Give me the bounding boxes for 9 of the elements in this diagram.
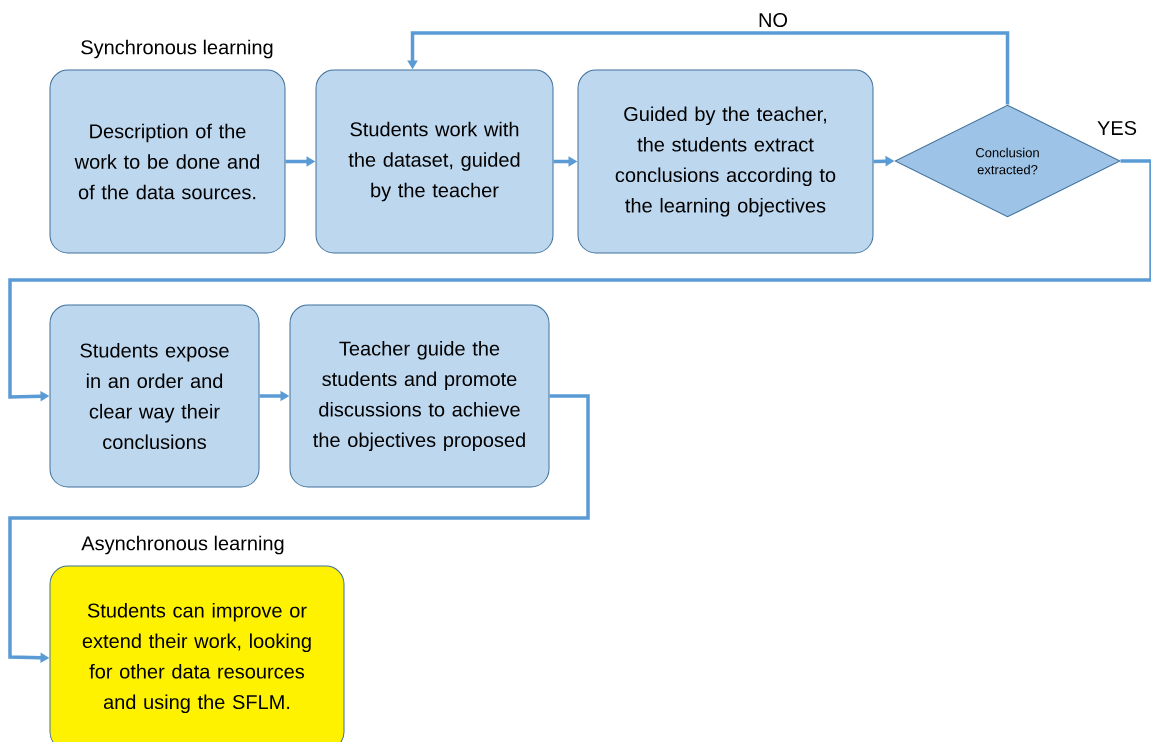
process-box: Students work with the dataset, guided by the teacher <box>315 69 554 254</box>
process-box: Students expose in an order and clear way their conclusions <box>49 304 260 488</box>
edge-label: NO <box>756 10 790 30</box>
process-box: Guided by the teacher, the students extract conclusions according to the learning objectives <box>577 69 874 254</box>
process-box: Description of the work to be done and of the data sources. <box>49 69 286 254</box>
section-heading: Asynchronous learning <box>81 535 284 555</box>
process-box: Teacher guide the students and promote discussions to achieve the objectives proposed <box>289 304 550 488</box>
section-heading: Synchronous learning <box>81 39 273 59</box>
process-box: Students can improve or extend their work, looking for other data resources and using the SFLM. <box>49 565 345 742</box>
